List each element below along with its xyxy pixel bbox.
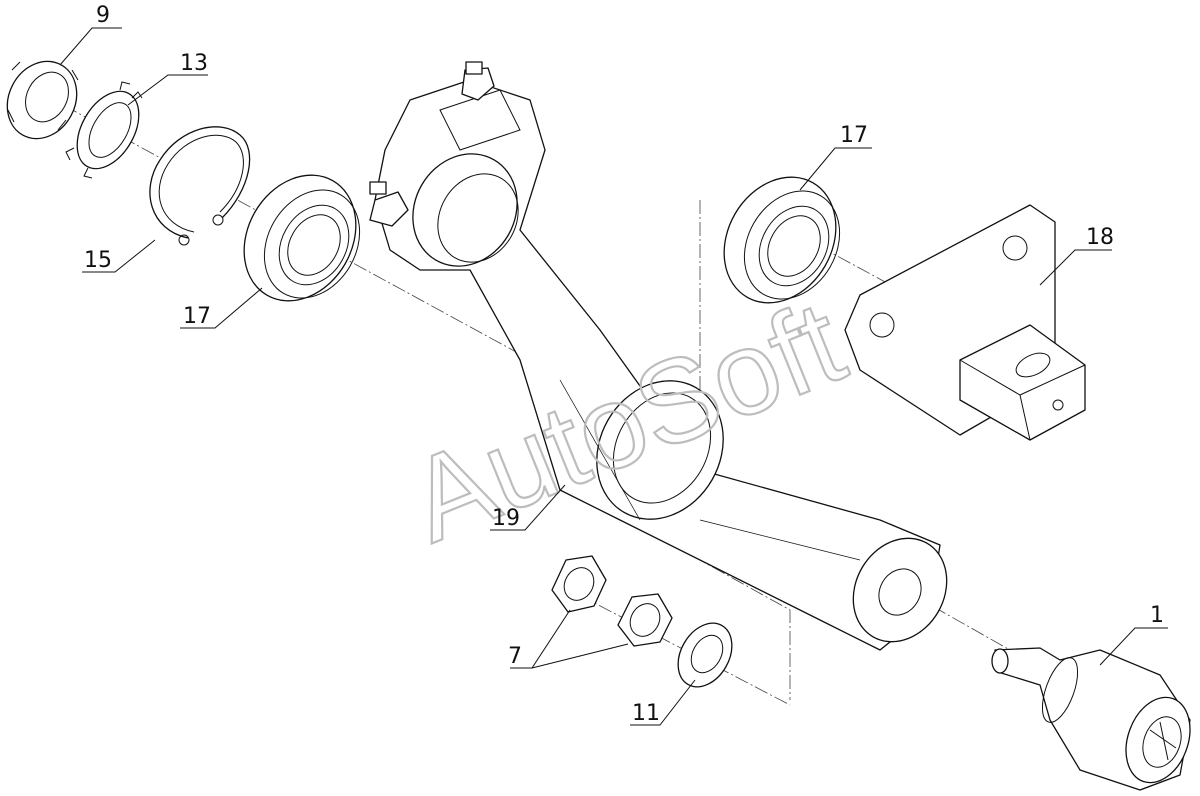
leader-13 bbox=[127, 74, 208, 106]
leader-17-left bbox=[180, 287, 263, 329]
nut-axis-line bbox=[559, 584, 791, 706]
leader-17-right bbox=[799, 147, 872, 191]
callout-labels: 9 13 15 17 17 18 19 7 11 1 bbox=[84, 3, 1164, 726]
slotted-nut-part-9 bbox=[6, 60, 79, 140]
callout-17-left: 17 bbox=[183, 304, 211, 329]
callout-13: 13 bbox=[180, 51, 208, 76]
callout-7: 7 bbox=[508, 644, 522, 669]
callout-15: 15 bbox=[84, 248, 112, 273]
flat-washer-part-11 bbox=[677, 622, 733, 688]
leader-18 bbox=[1039, 249, 1112, 286]
leader-15 bbox=[82, 239, 156, 273]
mounting-bracket-part-18 bbox=[844, 204, 1086, 441]
hex-nuts-part-7 bbox=[551, 555, 673, 647]
callout-19: 19 bbox=[492, 506, 520, 531]
idler-arm-part-19 bbox=[369, 61, 948, 651]
callout-leaders bbox=[59, 27, 1168, 726]
leader-11 bbox=[630, 679, 696, 726]
tab-washer-part-13 bbox=[65, 81, 143, 179]
leader-9 bbox=[59, 27, 122, 66]
callout-18: 18 bbox=[1086, 225, 1114, 250]
retaining-ring-part-15 bbox=[149, 126, 251, 246]
ball-bearing-part-17-left bbox=[243, 174, 361, 302]
callout-1: 1 bbox=[1150, 603, 1164, 628]
leader-1 bbox=[1099, 627, 1168, 666]
assembly-bracket-line bbox=[699, 200, 791, 700]
callout-11: 11 bbox=[632, 701, 660, 726]
callout-17-right: 17 bbox=[840, 123, 868, 148]
leader-7b bbox=[531, 643, 629, 669]
leader-19 bbox=[490, 484, 566, 531]
ball-bearing-part-17-right bbox=[723, 176, 841, 304]
callout-9: 9 bbox=[96, 3, 110, 28]
ball-joint-part-1 bbox=[991, 647, 1191, 791]
